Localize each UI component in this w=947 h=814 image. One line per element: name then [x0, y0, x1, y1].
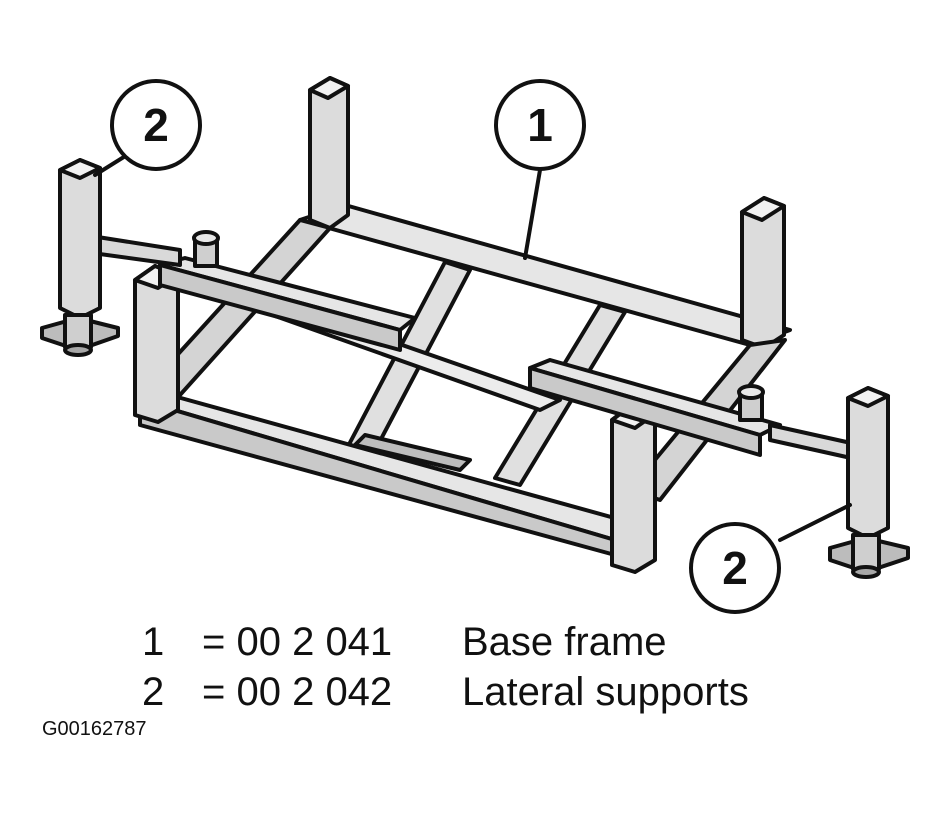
callout-number-2-right: 2 [722, 542, 748, 594]
legend-description: Base frame [462, 620, 667, 664]
lateral-support-left [40, 158, 220, 357]
legend-description: Lateral supports [462, 670, 749, 714]
legend-row-base-frame: 1 = 00 2 041 Base frame [0, 622, 947, 666]
callout-number-2-left: 2 [143, 99, 169, 151]
legend-row-lateral-supports: 2 = 00 2 042 Lateral supports [0, 672, 947, 716]
legend-number: 2 [142, 670, 165, 714]
legend-code: = 00 2 042 [202, 670, 393, 714]
callout-circle-2-left [110, 79, 202, 171]
callout-leader-2-right [778, 503, 852, 542]
callout-circle-2-right [689, 522, 781, 614]
legend-code: = 00 2 041 [202, 620, 393, 664]
callout-number-1: 1 [527, 99, 553, 151]
lateral-support-right [737, 384, 910, 579]
figure-id: G00162787 [42, 718, 147, 740]
base-frame [133, 76, 792, 574]
legend-number: 1 [142, 620, 165, 664]
callout-leader-1 [523, 168, 542, 260]
callout-circle-1 [494, 79, 586, 171]
base-frame-diagram: 1 2 2 [40, 76, 910, 614]
